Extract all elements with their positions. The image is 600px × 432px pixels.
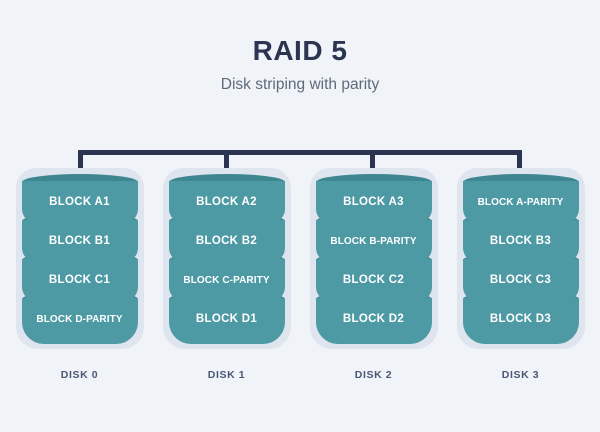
cylinder-body (462, 220, 579, 262)
disk-block: BLOCK C-PARITY (168, 252, 285, 302)
bracket-drop-line-disk-0 (78, 150, 83, 180)
block-label: BLOCK A3 (343, 196, 404, 208)
disk-column: BLOCK A1 BLOCK B1 BLOCK C1 (15, 168, 144, 381)
disk-name-label: DISK 1 (207, 369, 246, 381)
block-label: BLOCK C2 (342, 274, 405, 286)
page-title: RAID 5 (252, 35, 348, 66)
cylinder-body (315, 259, 432, 301)
cylinder-body (168, 298, 285, 344)
block-label: BLOCK D3 (489, 313, 552, 325)
disk-name-label: DISK 0 (60, 369, 99, 381)
disk-block-stack: BLOCK A-PARITY BLOCK B3 BLOCK C3 (462, 174, 579, 344)
disk-block: BLOCK A-PARITY (462, 174, 579, 224)
block-label: BLOCK B2 (195, 235, 258, 247)
disk-name-label: DISK 3 (501, 369, 540, 381)
disk-shell: BLOCK A1 BLOCK B1 BLOCK C1 (15, 168, 144, 349)
bracket-horizontal-bar (78, 150, 522, 155)
cylinder-body (315, 181, 432, 223)
bracket-drop-line-disk-3 (517, 150, 522, 180)
cylinder-body (315, 298, 432, 344)
cylinder-body (21, 181, 138, 223)
disk-row: BLOCK A1 BLOCK B1 BLOCK C1 (0, 168, 600, 381)
disk-column: BLOCK A3 BLOCK B-PARITY BLOCK C2 (309, 168, 438, 381)
bracket-drop-line-disk-1 (224, 150, 229, 180)
cylinder-body (21, 298, 138, 344)
cylinder-body (462, 259, 579, 301)
block-label: BLOCK A1 (49, 196, 110, 208)
cylinder-body (462, 298, 579, 344)
cylinder-body (21, 259, 138, 301)
disk-shell: BLOCK A3 BLOCK B-PARITY BLOCK C2 (309, 168, 438, 349)
array-connector-bracket (78, 150, 522, 180)
disk-block-stack: BLOCK A3 BLOCK B-PARITY BLOCK C2 (315, 174, 432, 344)
block-label: BLOCK D1 (195, 313, 258, 325)
block-label: BLOCK D-PARITY (36, 313, 123, 325)
block-label: BLOCK A-PARITY (477, 196, 564, 208)
page-subtitle: Disk striping with parity (220, 75, 380, 93)
block-label: BLOCK B-PARITY (330, 235, 417, 247)
disk-name-label: DISK 2 (354, 369, 393, 381)
block-label: BLOCK C1 (48, 274, 111, 286)
cylinder-body (315, 220, 432, 262)
block-label: BLOCK B1 (48, 235, 111, 247)
disk-column: BLOCK A-PARITY BLOCK B3 BLOCK C3 (456, 168, 585, 381)
bracket-drop-line-disk-2 (370, 150, 375, 180)
cylinder-body (168, 181, 285, 223)
disk-block: BLOCK D-PARITY (21, 291, 138, 344)
disk-block-stack: BLOCK A1 BLOCK B1 BLOCK C1 (21, 174, 138, 344)
disk-block-stack: BLOCK A2 BLOCK B2 BLOCK C-PARITY (168, 174, 285, 344)
cylinder-body (168, 220, 285, 262)
disk-block: BLOCK A3 (315, 174, 432, 224)
disk-shell: BLOCK A-PARITY BLOCK B3 BLOCK C3 (456, 168, 585, 349)
disk-block: BLOCK A1 (21, 174, 138, 224)
block-label: BLOCK B3 (489, 235, 552, 247)
cylinder-body (168, 259, 285, 301)
block-label: BLOCK C3 (489, 274, 552, 286)
disk-column: BLOCK A2 BLOCK B2 BLOCK C-PARITY (162, 168, 291, 381)
block-label: BLOCK A2 (196, 196, 257, 208)
block-label: BLOCK D2 (342, 313, 405, 325)
disk-shell: BLOCK A2 BLOCK B2 BLOCK C-PARITY (162, 168, 291, 349)
diagram-header: RAID 5 Disk striping with parity (0, 35, 600, 93)
block-label: BLOCK C-PARITY (183, 274, 270, 286)
cylinder-body (462, 181, 579, 223)
cylinder-body (21, 220, 138, 262)
disk-block: BLOCK C3 (462, 252, 579, 302)
disk-block: BLOCK A2 (168, 174, 285, 224)
